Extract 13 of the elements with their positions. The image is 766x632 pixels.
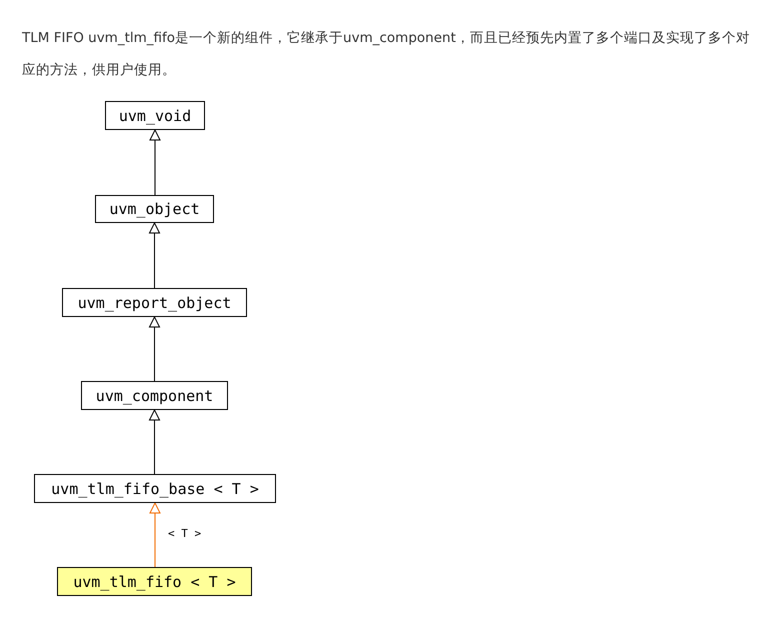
class-box: uvm_component: [81, 381, 228, 410]
description-paragraph: TLM FIFO uvm_tlm_fifo是一个新的组件，它继承于uvm_component，而且已经预先内置了多个端口及实现了多个对应的方法，供用户使用。: [22, 29, 751, 80]
class-box: uvm_tlm_fifo < T >: [57, 567, 252, 596]
inheritance-arrow: [149, 222, 160, 288]
inheritance-arrow: [150, 130, 160, 196]
class-box: uvm_object: [95, 195, 214, 223]
class-box: uvm_void: [105, 101, 205, 130]
edge-label: < T >: [168, 527, 202, 540]
class-box: uvm_report_object: [62, 288, 247, 317]
class-box: uvm_tlm_fifo_base < T >: [34, 474, 276, 503]
inheritance-arrow: [150, 502, 160, 568]
inheritance-arrow: [149, 410, 160, 474]
inheritance-arrow: [149, 316, 160, 382]
